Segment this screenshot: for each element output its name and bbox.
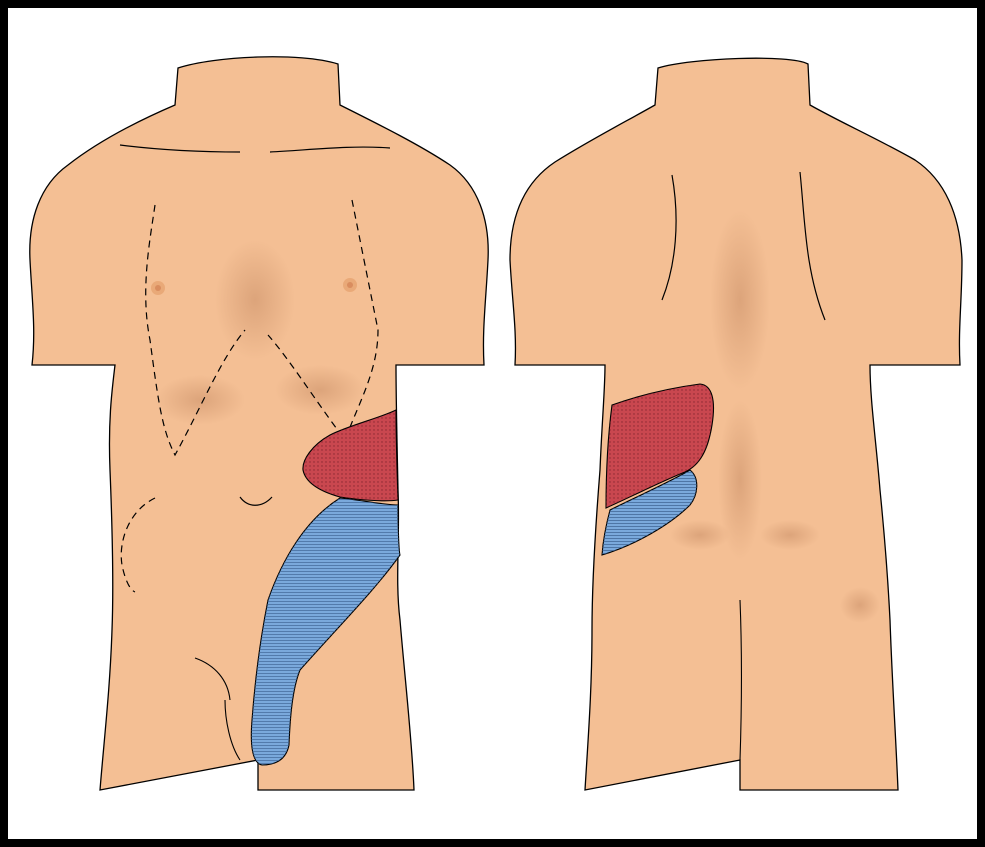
spine-shade <box>710 210 770 390</box>
left-nipple-center <box>155 285 161 291</box>
sternum-shade <box>215 240 295 360</box>
left-dimple-shade <box>670 520 730 550</box>
abdomen-shade <box>275 365 365 415</box>
hip-shade <box>840 587 880 623</box>
right-dimple-shade <box>760 520 820 550</box>
right-nipple-center <box>347 282 353 288</box>
abdomen-shade <box>155 375 245 425</box>
